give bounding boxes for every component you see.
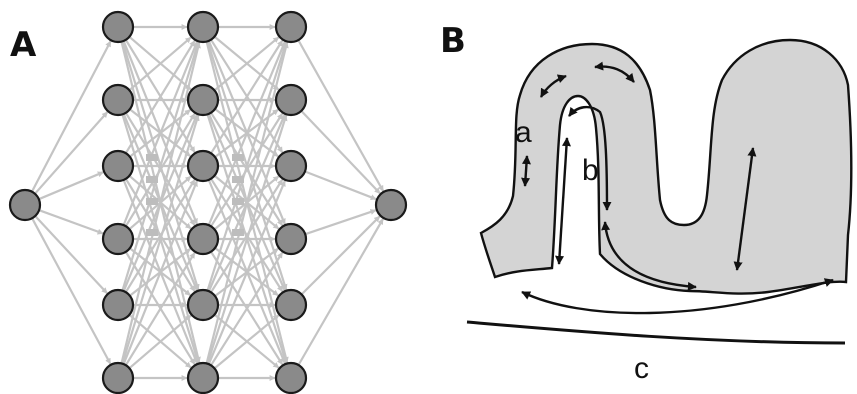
network-edge xyxy=(210,178,284,293)
arrow-crest-right xyxy=(594,61,635,83)
panel-b: B a b c xyxy=(440,21,853,385)
network-edge xyxy=(297,218,384,366)
network-edge xyxy=(213,36,280,92)
network-edge xyxy=(121,41,200,292)
hidden-node xyxy=(274,83,308,117)
region-label-a: a xyxy=(515,116,532,149)
network-edge xyxy=(300,110,381,195)
arrow-crest-left xyxy=(539,74,567,98)
network-edge xyxy=(210,39,284,154)
network-edge xyxy=(210,251,284,366)
network-edge xyxy=(31,217,112,365)
region-label-b: b xyxy=(582,154,599,187)
hidden-node xyxy=(274,222,308,256)
input-node xyxy=(8,188,42,222)
hidden-node xyxy=(186,361,220,394)
panel-a-label: A xyxy=(10,25,37,65)
network-edge xyxy=(124,40,196,154)
network-edge xyxy=(38,209,104,235)
network-edge xyxy=(122,41,199,226)
network-edges xyxy=(30,24,385,381)
network-edge xyxy=(124,179,196,293)
panel-a: A xyxy=(8,10,408,394)
region-label-c: c xyxy=(634,352,649,385)
hidden-node xyxy=(101,288,135,322)
elided-row-dash xyxy=(146,198,158,205)
arrow-bottom-arc xyxy=(521,278,834,315)
arrow-region-a xyxy=(521,155,531,187)
output-node xyxy=(374,188,408,222)
network-edge xyxy=(121,114,200,365)
network-edge xyxy=(206,41,288,292)
elided-row-dash xyxy=(146,229,158,236)
network-edge xyxy=(300,215,381,296)
hidden-node xyxy=(186,83,220,117)
hidden-node xyxy=(274,10,308,44)
basement-line-c xyxy=(466,320,846,345)
hidden-node xyxy=(186,288,220,322)
hidden-node xyxy=(186,222,220,256)
hidden-node xyxy=(101,149,135,183)
network-edge xyxy=(122,180,199,365)
network-edge xyxy=(128,36,192,92)
elided-row-dash xyxy=(146,176,158,183)
elided-row-dash xyxy=(232,229,244,236)
hidden-node xyxy=(274,361,308,394)
hidden-node xyxy=(101,222,135,256)
hidden-node xyxy=(274,149,308,183)
folded-tissue-layer xyxy=(479,38,853,295)
elided-row-dash xyxy=(232,154,244,161)
network-edge xyxy=(128,314,192,370)
hidden-node xyxy=(274,288,308,322)
arrow-inner-left-wall xyxy=(555,137,571,265)
hidden-node xyxy=(101,10,135,44)
network-edge xyxy=(34,215,108,295)
elided-row-dash xyxy=(232,176,244,183)
network-edge xyxy=(30,40,112,193)
network-edge xyxy=(304,209,377,236)
hidden-node xyxy=(186,10,220,44)
arrow-inner-apex xyxy=(568,105,612,211)
panel-b-label: B xyxy=(440,21,466,61)
network-edge xyxy=(207,180,286,365)
hidden-node xyxy=(101,361,135,394)
network-edge xyxy=(124,252,196,366)
network-edge xyxy=(207,41,286,226)
arrow-right-wall xyxy=(733,147,757,271)
network-edge xyxy=(213,314,280,370)
network-edge xyxy=(206,114,288,365)
hidden-node xyxy=(186,149,220,183)
hidden-node xyxy=(101,83,135,117)
flow-arrows xyxy=(521,61,834,315)
network-edge xyxy=(38,171,104,201)
network-edge xyxy=(120,42,201,364)
elided-row-dash xyxy=(146,154,158,161)
network-edge xyxy=(34,111,109,195)
elided-row-dash xyxy=(232,198,244,205)
network-edge xyxy=(205,41,289,364)
elided-row-markers xyxy=(146,154,244,236)
network-edge xyxy=(297,39,385,192)
network-nodes xyxy=(8,10,408,394)
network-edge xyxy=(304,170,377,201)
